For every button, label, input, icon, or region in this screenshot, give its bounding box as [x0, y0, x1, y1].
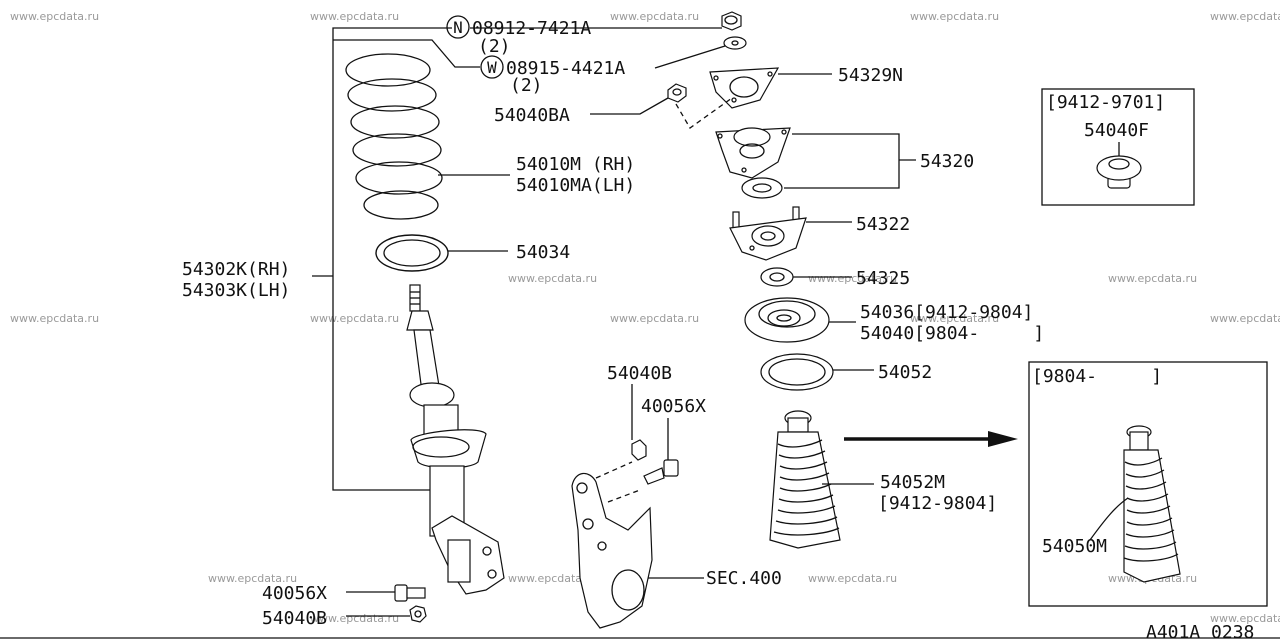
- bolt-40056x-top: [643, 459, 679, 485]
- assembly-bracket: [332, 27, 452, 491]
- nut-symbol-icon: N: [446, 15, 470, 39]
- label-54040b-bottom: 54040B: [262, 608, 327, 629]
- inset-box-late: [1028, 361, 1268, 607]
- label-40056x-bottom: 40056X: [262, 583, 327, 604]
- label-54010ma: 54010MA(LH): [516, 175, 635, 196]
- label-54052m-range: [9412-9804]: [878, 493, 997, 514]
- label-nut-part: 08912-7421A: [472, 18, 591, 39]
- label-sec400: SEC.400: [706, 568, 782, 589]
- label-nut-qty: (2): [478, 36, 511, 57]
- washer-leader: [333, 39, 480, 68]
- mount-insulator: [729, 206, 807, 261]
- inset-bottom-range: [9804- ]: [1032, 366, 1162, 387]
- washer-callout-leader: [654, 45, 726, 69]
- bolt-40056x-bottom: [394, 584, 426, 602]
- dashed-guide: [595, 461, 633, 479]
- label-40056x-top: 40056X: [641, 396, 706, 417]
- label-54329n: 54329N: [838, 65, 903, 86]
- spring-seat: [375, 234, 449, 272]
- spacer-ring: [760, 267, 794, 287]
- cover-plate: [709, 67, 780, 109]
- diagram-code: A401A 0238: [1146, 622, 1254, 640]
- arrow-icon: [844, 431, 1018, 447]
- watermark: www.epcdata.ru: [1108, 272, 1197, 285]
- watermark: www.epcdata.ru: [1210, 612, 1280, 625]
- watermark: www.epcdata.ru: [508, 572, 597, 585]
- label-54303k: 54303K(LH): [182, 280, 290, 301]
- label-54302k: 54302K(RH): [182, 259, 290, 280]
- svg-text:N: N: [453, 18, 463, 37]
- label-54040b-top: 54040B: [607, 363, 672, 384]
- nut-54040ba: [667, 83, 687, 103]
- inset-bellows-leader: [1089, 497, 1129, 541]
- steering-knuckle: [571, 472, 653, 629]
- label-54040ba: 54040BA: [494, 105, 570, 126]
- watermark: www.epcdata.ru: [910, 10, 999, 23]
- watermark: www.epcdata.ru: [1210, 312, 1280, 325]
- label-54034: 54034: [516, 242, 570, 263]
- nut-54040b-bottom: [409, 605, 427, 623]
- label-54052: 54052: [878, 362, 932, 383]
- bearing-seat: [744, 297, 830, 343]
- watermark: www.epcdata.ru: [910, 312, 999, 325]
- top-nut: [721, 11, 742, 31]
- watermark: www.epcdata.ru: [10, 10, 99, 23]
- rubber-seat: [760, 353, 834, 391]
- mount-bracket: [784, 133, 900, 189]
- coil-spring: [345, 53, 443, 220]
- label-washer-part: 08915-4421A: [506, 58, 625, 79]
- dashed-guide: [607, 489, 641, 503]
- watermark-layer: www.epcdata.ru www.epcdata.ru www.epcdat…: [10, 10, 1280, 625]
- washer-symbol-icon: W: [480, 55, 504, 79]
- label-54010m: 54010M (RH): [516, 154, 635, 175]
- nut-ba-leader: [590, 97, 669, 115]
- watermark: www.epcdata.ru: [208, 572, 297, 585]
- label-54052m: 54052M: [880, 472, 945, 493]
- inset-bottom-part: 54050M: [1042, 536, 1107, 557]
- watermark: www.epcdata.ru: [808, 572, 897, 585]
- watermark: www.epcdata.ru: [310, 10, 399, 23]
- watermark: www.epcdata.ru: [808, 272, 897, 285]
- inset-box-early: [1041, 88, 1195, 206]
- watermark: www.epcdata.ru: [508, 272, 597, 285]
- label-54036: 54036[9412-9804]: [860, 302, 1033, 323]
- label-54040: 54040[9804- ]: [860, 323, 1044, 344]
- strut-mount: [715, 127, 791, 179]
- svg-text:W: W: [487, 58, 497, 77]
- watermark: www.epcdata.ru: [1210, 10, 1280, 23]
- mount-bushing: [741, 177, 783, 199]
- watermark: www.epcdata.ru: [310, 312, 399, 325]
- inset-top-range: [9412-9701]: [1046, 92, 1165, 113]
- watermark: www.epcdata.ru: [310, 612, 399, 625]
- bellows-boot: [769, 410, 841, 549]
- top-washer: [723, 36, 747, 50]
- label-washer-qty: (2): [510, 75, 543, 96]
- dashed-guide: [675, 97, 733, 129]
- label-54320: 54320: [920, 151, 974, 172]
- watermark: www.epcdata.ru: [610, 10, 699, 23]
- watermark: www.epcdata.ru: [610, 312, 699, 325]
- inset-top-part: 54040F: [1084, 120, 1149, 141]
- label-54322: 54322: [856, 214, 910, 235]
- nut-54040b-top: [631, 439, 647, 461]
- label-54325: 54325: [856, 268, 910, 289]
- strut: [406, 284, 505, 595]
- watermark: www.epcdata.ru: [10, 312, 99, 325]
